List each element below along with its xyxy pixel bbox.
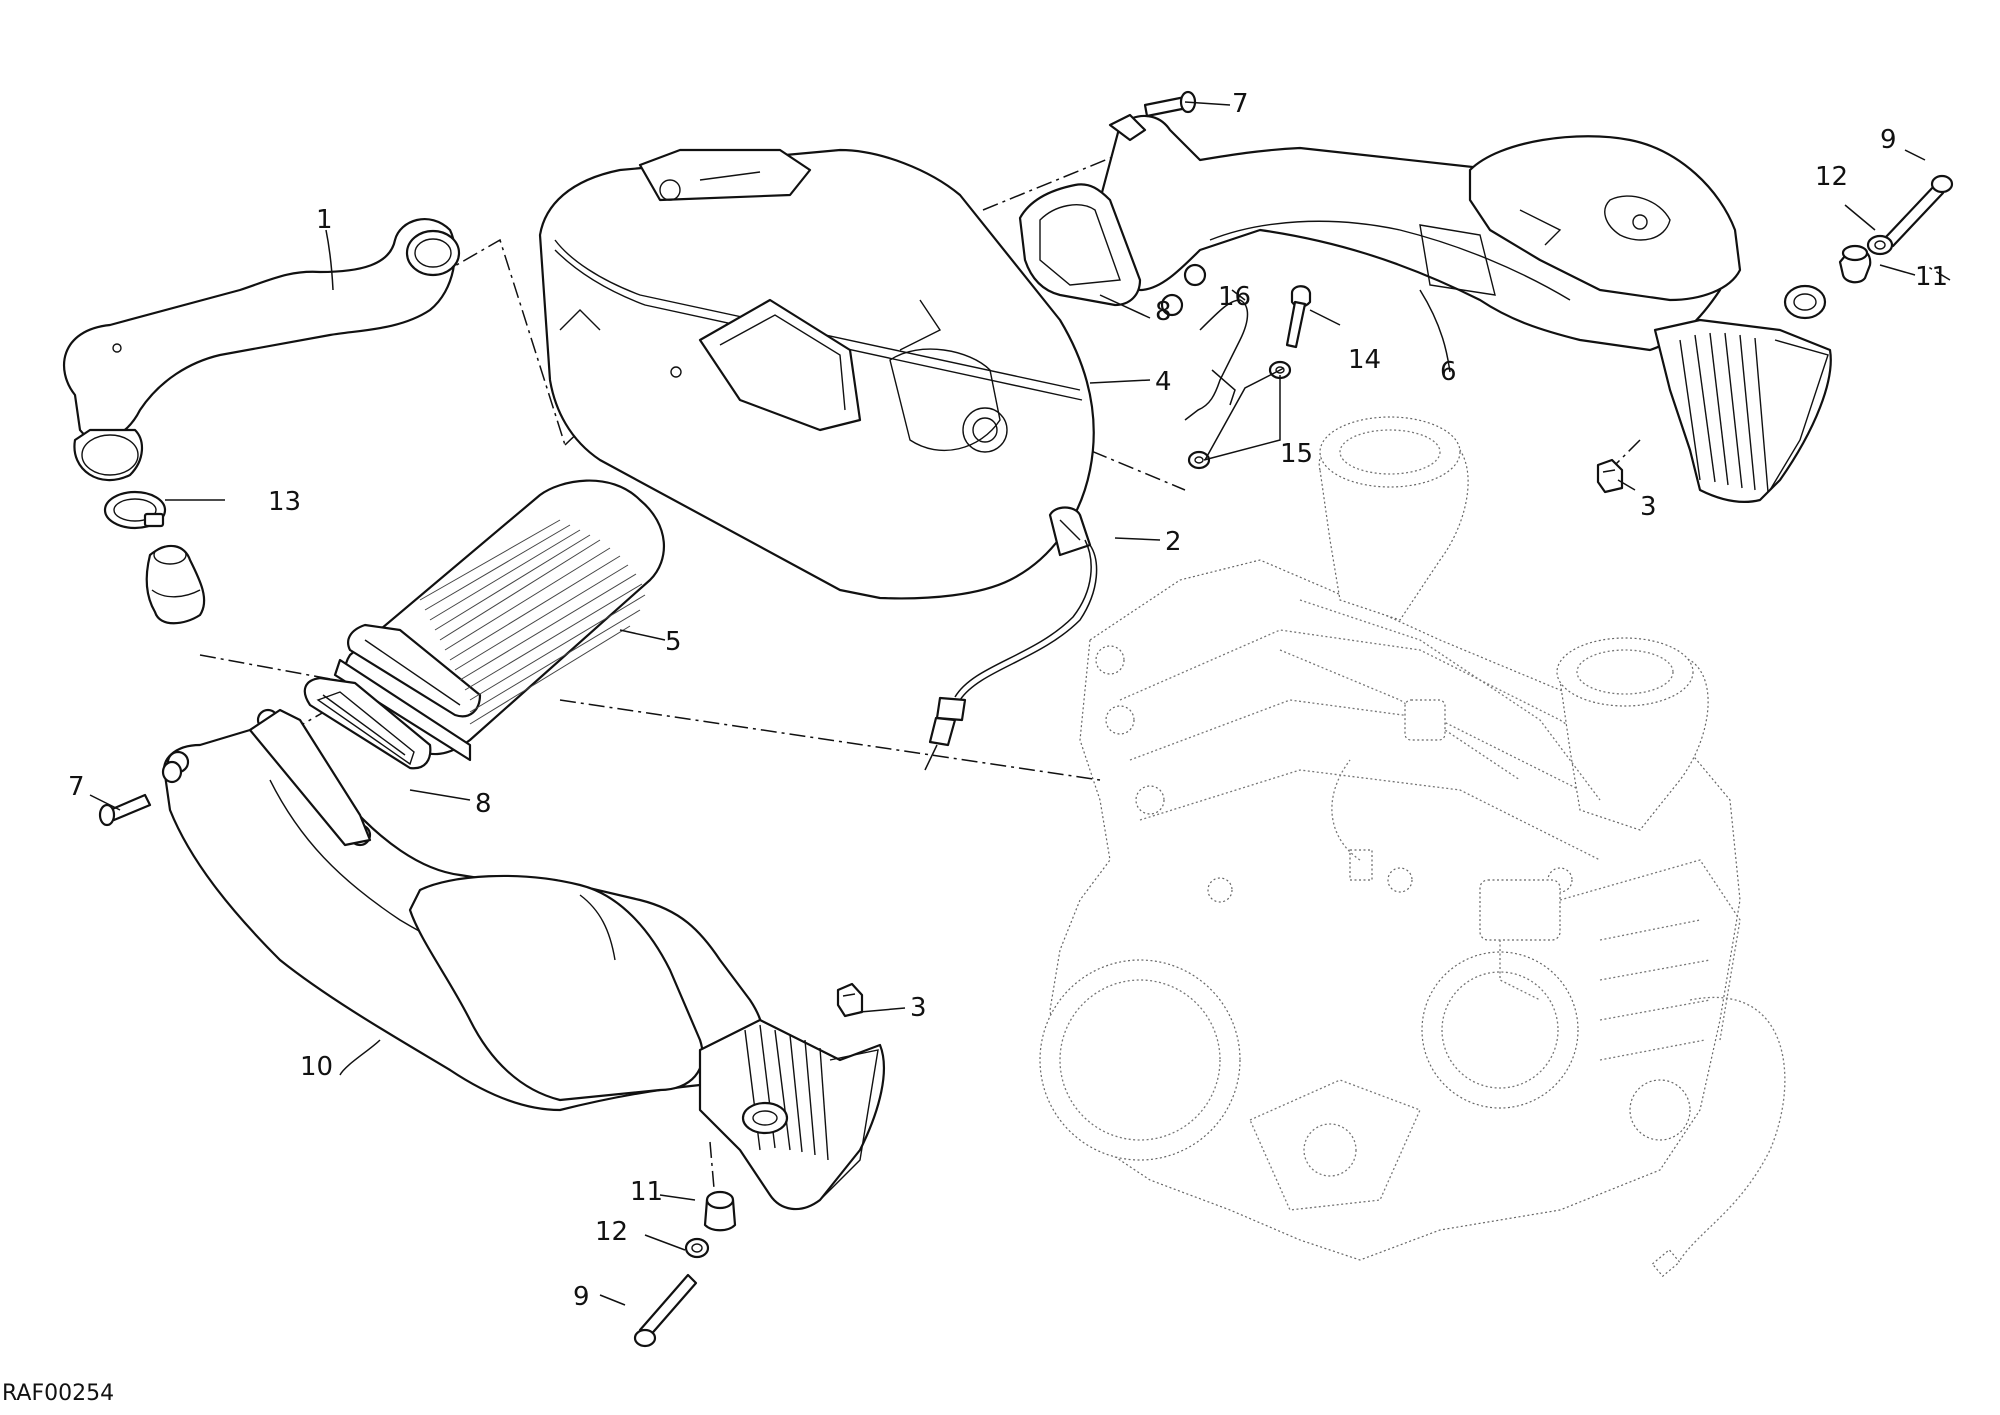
leader-lines [89, 101, 1926, 1306]
callout-4: 4 [1155, 367, 1172, 397]
bushing-11-left [703, 1190, 737, 1232]
drawing-code: RAF00254 [2, 1381, 114, 1406]
callout-15: 15 [1280, 439, 1313, 469]
clip-nut-left [836, 982, 864, 1018]
bolt-7-upper [1143, 90, 1197, 118]
callout-12-left: 12 [595, 1217, 628, 1247]
callout-9-right: 9 [1880, 125, 1897, 155]
bolt-9-right [1883, 174, 1954, 248]
callout-7-upper: 7 [1232, 89, 1249, 119]
callout-labels: 1 2 3 3 4 5 6 7 7 8 8 9 9 10 11 11 12 12… [68, 89, 1948, 1312]
callout-10: 10 [300, 1052, 333, 1082]
bolt-7-lower [98, 760, 183, 827]
air-filter [333, 479, 666, 762]
callout-7-lower: 7 [68, 772, 85, 802]
washer-12-right [1866, 234, 1894, 256]
rubber-grommet [145, 544, 206, 625]
callout-5: 5 [665, 627, 682, 657]
callout-1: 1 [316, 205, 333, 235]
screw-14 [1285, 285, 1312, 349]
gasket-lower [303, 676, 432, 770]
callout-8-lower: 8 [475, 789, 492, 819]
clip-nut-right [1596, 458, 1624, 494]
callout-12-right: 12 [1815, 162, 1848, 192]
hose-clamp [103, 490, 167, 530]
callout-11-left: 11 [630, 1177, 663, 1207]
callout-11-right: 11 [1915, 262, 1948, 292]
callout-2: 2 [1165, 527, 1182, 557]
callout-8-upper: 8 [1155, 297, 1172, 327]
breather-hose [924, 506, 1098, 771]
bolt-9-left [633, 1273, 698, 1348]
intake-hose [62, 218, 461, 482]
washer-15 [1187, 360, 1292, 470]
callout-16: 16 [1218, 282, 1251, 312]
duct-bellows-right [1679, 332, 1769, 493]
washer-12-left [684, 1237, 710, 1259]
filter-pleats [419, 519, 646, 725]
intake-duct-left [162, 708, 886, 1211]
spring-clip [1184, 299, 1249, 421]
callout-14: 14 [1348, 345, 1381, 375]
callout-9-left: 9 [573, 1282, 590, 1312]
bushing-11-right [1838, 244, 1872, 284]
engine-block [1039, 416, 1786, 1278]
gasket-upper [1018, 183, 1142, 307]
airbox [538, 148, 1095, 600]
callout-3-left: 3 [910, 993, 927, 1023]
intake-duct-right [1098, 113, 1832, 504]
callout-3-right: 3 [1640, 492, 1657, 522]
callout-6: 6 [1440, 357, 1457, 387]
callout-13: 13 [268, 487, 301, 517]
